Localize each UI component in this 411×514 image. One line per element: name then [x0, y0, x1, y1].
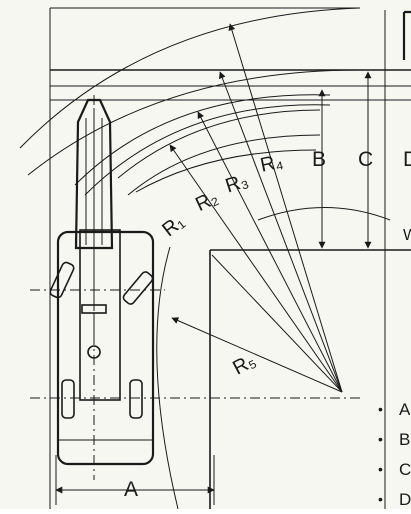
radius-lines	[169, 23, 343, 393]
label-r1: R₁	[158, 211, 188, 242]
label-cut-d: D	[403, 148, 411, 171]
label-b: B	[312, 148, 326, 171]
legend-item: C	[399, 460, 411, 479]
label-r2: R₂	[192, 187, 221, 216]
legend-list: • A • B • C • D	[378, 400, 411, 509]
label-r3: R₃	[223, 170, 251, 198]
svg-text:•: •	[378, 491, 383, 507]
svg-text:•: •	[378, 401, 383, 417]
cut-glyph	[402, 10, 411, 60]
center-lines	[30, 95, 360, 480]
svg-text:•: •	[378, 461, 383, 477]
crane-vehicle	[49, 98, 155, 466]
turning-arcs	[19, 7, 391, 510]
label-r4: R₄	[258, 151, 285, 177]
label-cut-w: W	[403, 227, 411, 244]
dimension-lines	[55, 71, 372, 505]
legend-item: D	[399, 490, 411, 509]
label-c: C	[358, 148, 373, 171]
svg-text:•: •	[378, 431, 383, 447]
outline-frame	[49, 7, 411, 509]
legend-item: B	[399, 430, 410, 449]
legend-item: A	[399, 400, 411, 419]
label-a: A	[124, 478, 138, 501]
